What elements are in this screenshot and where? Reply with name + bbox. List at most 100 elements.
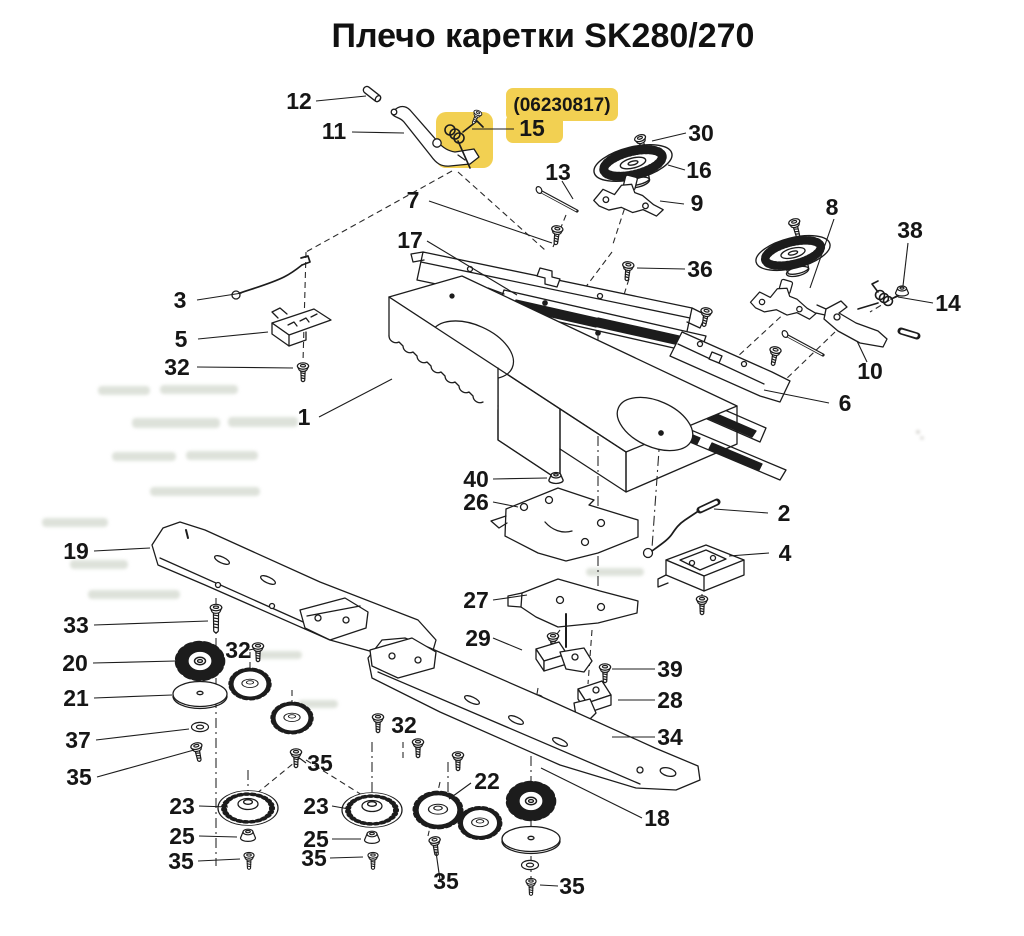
- part-27-bracket: [507, 578, 639, 648]
- callout-33: 33: [63, 612, 89, 638]
- part-25-capnut-left: [239, 828, 257, 843]
- callout-23l: 23: [169, 793, 195, 819]
- gear-lower: [273, 703, 311, 732]
- part-32-screw-c3: [451, 751, 465, 772]
- scan-bleedthrough-artifacts: [42, 385, 924, 708]
- part-4-screw: [695, 595, 709, 616]
- part-23-brush-left: [218, 791, 278, 826]
- callout-19: 19: [63, 538, 89, 564]
- part-19-arm-plate: [151, 521, 437, 661]
- callout-3: 3: [174, 287, 187, 313]
- callout-14: 14: [935, 290, 961, 316]
- part-21-disc: [172, 680, 228, 710]
- part-35-screw-right: [367, 851, 379, 870]
- part-6-bracket-plate: [669, 331, 791, 403]
- part-4-slider: [657, 544, 745, 592]
- callout-18: 18: [644, 805, 670, 831]
- part-13-pin: [533, 184, 579, 213]
- part-6-pin: [779, 328, 825, 357]
- part-15-spring: [444, 120, 484, 169]
- callout-10: 10: [857, 358, 883, 384]
- part-39-screw: [598, 663, 612, 684]
- callout-leader-lines: [92, 95, 934, 887]
- callout-2: 2: [778, 500, 791, 526]
- callout-39: 39: [657, 656, 683, 682]
- highlight-part15-box: [506, 114, 563, 143]
- callout-32b: 32: [225, 637, 251, 663]
- part-18-arm-plate: [367, 637, 701, 791]
- part-8-brush-dial: [752, 229, 835, 285]
- part-38-nut: [894, 285, 910, 297]
- part-29-cam: [535, 641, 593, 673]
- callout-27: 27: [463, 587, 489, 613]
- callout-21: 21: [63, 685, 89, 711]
- part-14-spring: [857, 280, 899, 310]
- part-36-screw: [620, 260, 635, 282]
- part-32-screw-c2: [411, 738, 425, 759]
- callout-1: 1: [298, 404, 311, 430]
- part-22-gear: [416, 793, 461, 827]
- part-10-lever: [815, 300, 888, 348]
- disc-bottom: [501, 825, 561, 855]
- callout-29: 29: [465, 625, 491, 651]
- callout-40: 40: [463, 466, 489, 492]
- callout-12: 12: [286, 88, 312, 114]
- callout-38: 38: [897, 217, 923, 243]
- callout-8: 8: [826, 194, 839, 220]
- callout-17: 17: [397, 227, 423, 253]
- part-40-nut: [548, 471, 564, 485]
- callout-5: 5: [175, 326, 188, 352]
- part-22-gear-b: [460, 808, 500, 838]
- callout-6: 6: [839, 390, 852, 416]
- callout-7: 7: [407, 187, 420, 213]
- part-32-screw-c1: [371, 713, 385, 734]
- washer-bottom: [520, 859, 540, 871]
- part-32-screw-a: [296, 362, 310, 383]
- callout-35l: 35: [168, 848, 194, 874]
- part-11-lever: [390, 105, 480, 167]
- part-23-brush-right: [342, 793, 402, 828]
- part-36-screw-left: [549, 224, 564, 246]
- callout-36: 36: [687, 256, 713, 282]
- gear-upper: [231, 669, 269, 698]
- callout-9: 9: [691, 190, 704, 216]
- callout-25l: 25: [169, 823, 195, 849]
- callout-35r: 35: [301, 845, 327, 871]
- part-5-slider: [271, 307, 332, 347]
- part-20-brush-wheel: [181, 646, 218, 676]
- callout-22: 22: [474, 768, 500, 794]
- callout-34: 34: [657, 724, 683, 750]
- part-35-screw-c: [427, 835, 443, 857]
- callout-35a: 35: [66, 764, 92, 790]
- part-2-wire: [642, 498, 721, 559]
- brush-wheel-bottom: [512, 786, 549, 816]
- callout-37: 37: [65, 727, 91, 753]
- callout-35c: 35: [433, 868, 459, 894]
- part-8-bracket: [748, 274, 821, 321]
- callout-16: 16: [686, 157, 712, 183]
- part-6-screw-left: [697, 306, 714, 329]
- callout-26: 26: [463, 489, 489, 515]
- callout-20: 20: [62, 650, 88, 676]
- part-10-side-pin: [897, 327, 921, 340]
- part-6-screw-right: [766, 345, 783, 368]
- callout-4: 4: [779, 540, 792, 566]
- part-35-screw-left: [243, 851, 255, 870]
- callout-13: 13: [545, 159, 571, 185]
- callout-labels: 12 11 15 13 30 16 9 7 17 36 8 38 14 10 3…: [62, 88, 961, 899]
- callout-25r: 25: [303, 826, 329, 852]
- highlight-code-box: [506, 88, 618, 121]
- callout-11: 11: [322, 118, 347, 144]
- part-35-screw-d: [525, 877, 537, 896]
- part-7-channel-bracket: [410, 251, 707, 337]
- callout-32a: 32: [164, 354, 190, 380]
- callout-30: 30: [688, 120, 714, 146]
- callout-35d: 35: [559, 873, 585, 899]
- callout-32c: 32: [391, 712, 417, 738]
- part-26-plate: [490, 487, 639, 562]
- callout-23r: 23: [303, 793, 329, 819]
- part-17-needle-strip: [487, 287, 707, 355]
- part-37-washer: [190, 721, 210, 733]
